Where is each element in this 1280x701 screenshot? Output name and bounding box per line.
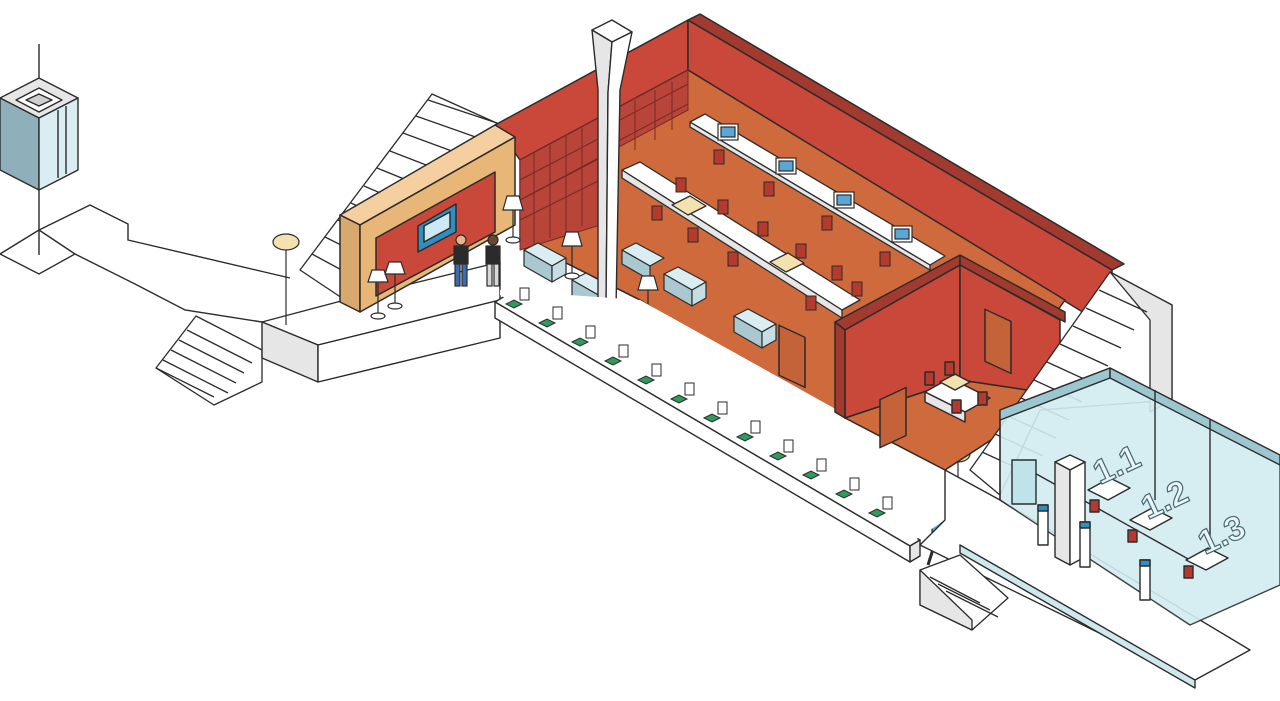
display-case	[663, 266, 707, 307]
door	[879, 386, 907, 449]
kiosk-post	[1037, 504, 1049, 546]
seat	[867, 496, 893, 518]
chair	[763, 181, 775, 197]
stairs-lower-front	[919, 554, 1009, 631]
computer-monitor-icon	[833, 191, 855, 209]
seat	[636, 363, 662, 385]
chair	[1183, 565, 1194, 579]
chair	[805, 295, 817, 311]
door	[778, 324, 806, 389]
glass-study-rooms	[999, 367, 1280, 626]
chair	[727, 251, 739, 267]
small-reading-room	[778, 254, 1066, 471]
chair	[795, 243, 807, 259]
seat	[504, 287, 530, 309]
chair	[879, 251, 891, 267]
chair	[851, 281, 863, 297]
seat	[603, 344, 629, 366]
study-desk	[1127, 507, 1173, 543]
chair	[675, 177, 687, 193]
door	[984, 308, 1012, 375]
computer-desk	[689, 113, 946, 271]
seat	[669, 382, 695, 404]
chair	[687, 227, 699, 243]
kiosk-post	[1079, 521, 1091, 568]
floor-lamp-icon	[561, 231, 583, 280]
chair	[1089, 499, 1100, 513]
floor-lamp-icon	[384, 261, 406, 310]
glass-door	[1011, 459, 1037, 505]
info-display-icon	[417, 203, 457, 253]
chair	[831, 265, 843, 281]
computer-monitor-icon	[891, 225, 913, 243]
plaza-platform	[261, 261, 501, 383]
seat	[801, 458, 827, 480]
chair	[977, 391, 988, 406]
floor-lamp-icon	[272, 233, 300, 325]
chair	[951, 399, 962, 414]
seat	[537, 306, 563, 328]
small-room-table	[924, 373, 991, 423]
seat	[834, 477, 860, 499]
person-icon	[485, 234, 501, 287]
chair	[651, 205, 663, 221]
long-bench-balcony	[494, 290, 945, 563]
chair	[713, 149, 725, 165]
floor-lamp-icon	[502, 195, 524, 244]
chair	[717, 199, 729, 215]
computer-monitor-icon	[775, 157, 797, 175]
seat	[570, 325, 596, 347]
person-icon	[453, 234, 469, 287]
floor-lamp-icon	[367, 269, 389, 320]
display-case	[523, 242, 567, 283]
open-book-icon	[939, 373, 971, 391]
study-desk	[1087, 477, 1131, 513]
elevator	[0, 44, 79, 255]
reading-table	[621, 161, 861, 319]
ground-plan-outline	[0, 204, 291, 323]
chair	[821, 215, 833, 231]
seat	[735, 420, 761, 442]
hall-chairs	[651, 149, 891, 311]
chair	[1127, 529, 1138, 543]
stairs-left-lower	[155, 315, 263, 406]
open-book-icon	[671, 195, 707, 216]
balcony-seats	[504, 287, 893, 518]
seat	[768, 439, 794, 461]
chair	[924, 371, 935, 386]
kiosk-post	[1139, 559, 1151, 601]
chair	[944, 361, 955, 376]
computers	[717, 123, 913, 243]
display-case	[733, 308, 777, 349]
seat	[702, 401, 728, 423]
chair	[757, 221, 769, 237]
computer-monitor-icon	[717, 123, 739, 141]
study-desk	[1183, 547, 1229, 579]
